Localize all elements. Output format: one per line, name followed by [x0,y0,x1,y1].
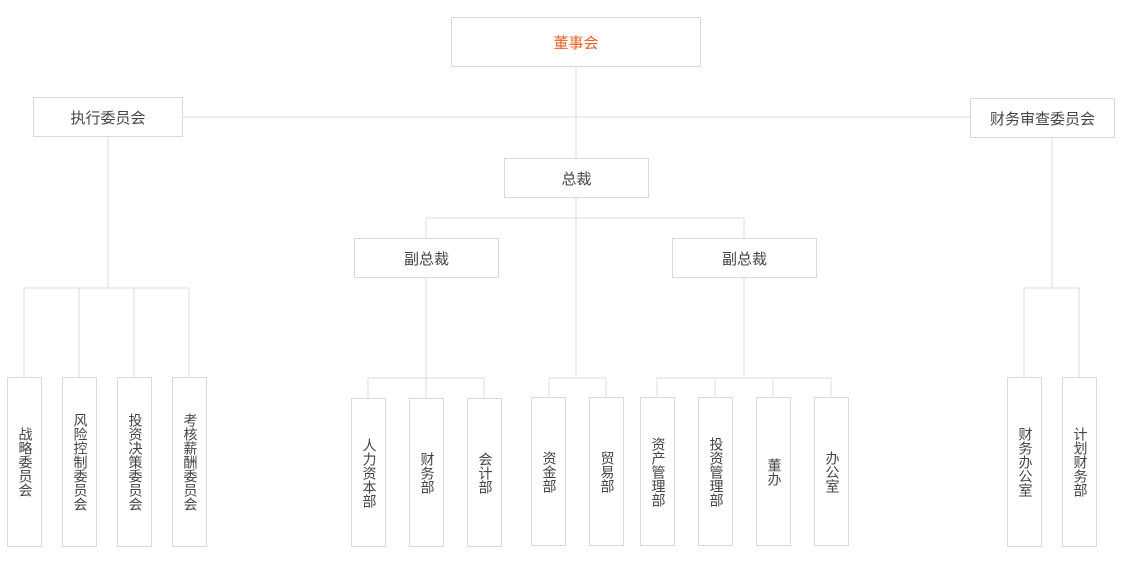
node-treasury-dept: 资金部 [531,397,566,546]
node-president: 总裁 [504,158,649,198]
node-finance-dept: 财务部 [409,398,444,547]
node-vp-right: 副总裁 [672,238,817,278]
node-finance-audit-committee: 财务审查委员会 [970,98,1115,138]
node-board: 董事会 [451,17,701,67]
node-finance-office: 财务办公室 [1007,377,1042,547]
node-trade-dept: 贸易部 [589,397,624,546]
node-investment-committee: 投资决策委员会 [117,377,152,547]
node-compensation-committee: 考核薪酬委员会 [172,377,207,547]
node-risk-control-committee: 风险控制委员会 [62,377,97,547]
node-vp-left: 副总裁 [354,238,499,278]
node-investment-mgmt-dept: 投资管理部 [698,397,733,546]
node-asset-mgmt-dept: 资产管理部 [640,397,675,546]
node-accounting-dept: 会计部 [467,398,502,547]
node-executive-committee: 执行委员会 [33,97,183,137]
node-general-office: 办公室 [814,397,849,546]
node-strategy-committee: 战略委员会 [7,377,42,547]
node-planning-finance-dept: 计划财务部 [1062,377,1097,547]
node-board-office: 董办 [756,397,791,546]
node-hr-dept: 人力资本部 [351,398,386,547]
